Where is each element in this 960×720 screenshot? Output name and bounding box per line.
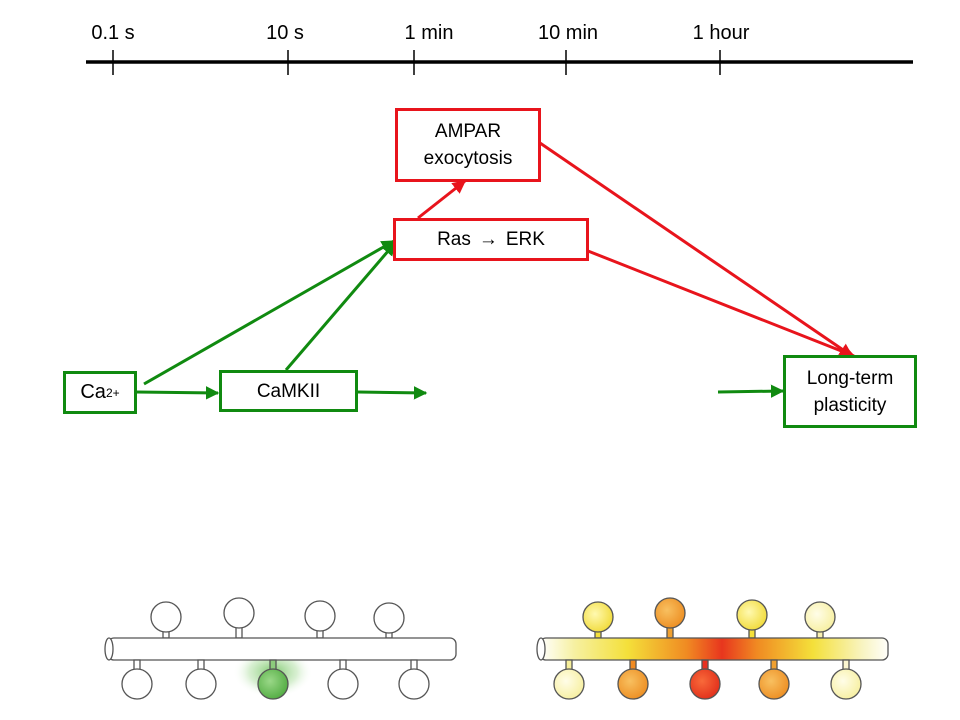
spine-head-pale-yellow — [830, 668, 862, 700]
tick-label-1hour: 1 hour — [692, 22, 750, 44]
spine-head — [150, 601, 182, 633]
arrow-ampar-to-plasticity — [539, 141, 854, 358]
long-term-plasticity-node: Long-term plasticity — [783, 355, 917, 428]
arrow-ca-to-camkii — [135, 386, 220, 400]
camkii-node: CaMKII — [219, 370, 358, 412]
spine-head-pale-yellow — [804, 601, 836, 633]
calcium-charge: 2+ — [105, 386, 120, 400]
erk-label: ERK — [505, 229, 545, 250]
ampar-label-line2: exocytosis — [423, 148, 513, 169]
spine-head — [121, 668, 153, 700]
ampar-label-line1: AMPAR — [434, 121, 502, 142]
right-arrow-icon: → — [478, 229, 498, 250]
dendrite-shaft — [107, 637, 457, 661]
ampar-exocytosis-node: AMPAR exocytosis — [395, 108, 541, 182]
arrow-camkii-continuation — [357, 386, 428, 400]
arrow-camkii-to-ras — [284, 241, 397, 371]
left-dendrite-illustration — [104, 597, 457, 700]
plasticity-label-line2: plasticity — [813, 394, 887, 416]
spine-head — [185, 668, 217, 700]
arrow-ras-to-plasticity — [587, 249, 856, 358]
spine-head-pale-yellow — [553, 668, 585, 700]
spine-head — [327, 668, 359, 700]
tick-label-10s: 10 s — [266, 22, 304, 44]
camkii-label: CaMKII — [256, 380, 321, 402]
timeline-axis — [86, 50, 913, 75]
arrow-ca-to-ras — [143, 239, 396, 386]
dendrite-shaft-active — [539, 637, 889, 661]
spine-head — [373, 602, 405, 634]
arrow-into-plasticity — [717, 384, 785, 398]
plasticity-label-line1: Long-term — [806, 367, 894, 389]
calcium-label: Ca — [80, 381, 106, 403]
spine-head-orange — [617, 668, 649, 700]
arrow-ras-to-ampar — [417, 179, 467, 220]
spine-head-orange — [654, 597, 686, 629]
spine-head-active-green — [257, 668, 289, 700]
spine-head — [398, 668, 430, 700]
spine-head-yellow — [582, 601, 614, 633]
ras-erk-node: Ras → ERK — [393, 218, 589, 261]
spine-head-orange — [758, 668, 790, 700]
dendrite-end — [104, 637, 114, 661]
spine-head — [304, 600, 336, 632]
right-dendrite-illustration — [536, 597, 889, 700]
spine-head — [223, 597, 255, 629]
tick-label-10min: 10 min — [537, 22, 599, 44]
tick-label-0-1s: 0.1 s — [91, 22, 135, 44]
ras-label: Ras — [437, 229, 471, 250]
dendrite-end — [536, 637, 546, 661]
spine-head-yellow — [736, 599, 768, 631]
tick-label-1min: 1 min — [404, 22, 454, 44]
spine-head-red — [689, 668, 721, 700]
